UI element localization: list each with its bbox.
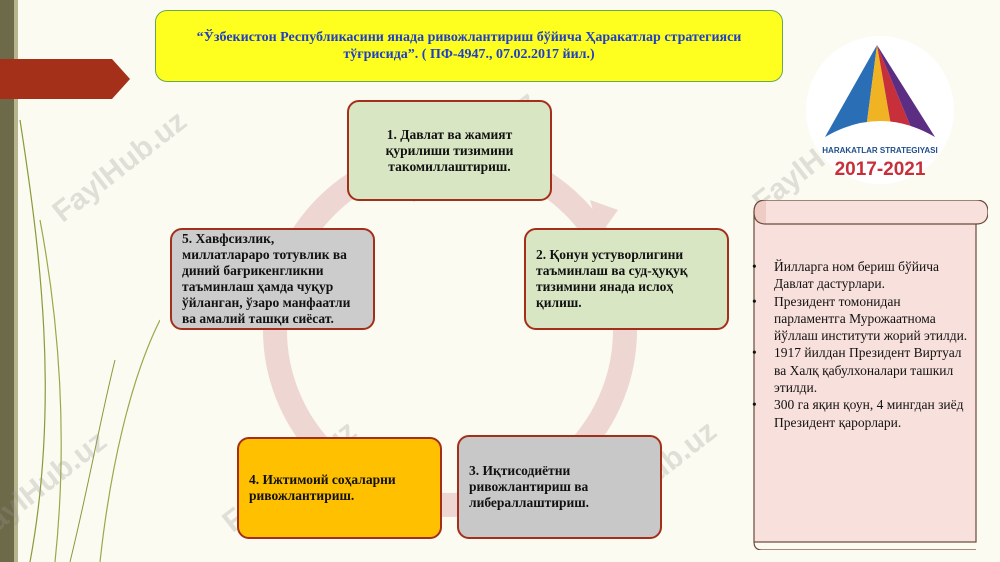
note-item: Президент томонидан парламентга Мурожаат… <box>752 293 972 345</box>
note-item: 1917 йилдан Президент Виртуал ва Халқ қа… <box>752 344 972 396</box>
note-item: Йилларга ном бериш бўйича Давлат дастурл… <box>752 258 972 293</box>
step-box-2: 2. Қонун устуворлигини таъминлаш ва суд-… <box>524 228 729 330</box>
step-text: 1. Давлат ва жамият қурилиши тизимини та… <box>385 126 514 174</box>
step-text: 5. Хавфсизлик, миллатлараро тотувлик ва … <box>182 231 351 326</box>
step-box-1: 1. Давлат ва жамият қурилиши тизимини та… <box>347 100 552 201</box>
arrow-tab <box>0 59 130 99</box>
note-item: 300 га яқин қоун, 4 мингдан зиёд Президе… <box>752 396 972 431</box>
step-text: 4. Ижтимоий соҳаларни ривожлантириш. <box>249 472 396 503</box>
left-accent-stripe <box>14 0 18 562</box>
page-title-text: “Ўзбекистон Республикасини янада ривожла… <box>196 30 742 62</box>
scroll-notes: Йилларга ном бериш бўйича Давлат дастурл… <box>752 258 972 431</box>
logo-years: 2017-2021 <box>835 159 926 180</box>
page-title: “Ўзбекистон Республикасини янада ривожла… <box>155 10 783 82</box>
step-box-3: 3. Иқтисодиётни ривожлантириш ва либерал… <box>457 435 662 539</box>
decorative-lines <box>19 119 160 562</box>
step-box-4: 4. Ижтимоий соҳаларни ривожлантириш. <box>237 437 442 539</box>
step-text: 2. Қонун устуворлигини таъминлаш ва суд-… <box>536 247 688 310</box>
left-accent-bar <box>0 0 14 562</box>
step-text: 3. Иқтисодиётни ривожлантириш ва либерал… <box>469 463 590 510</box>
logo-name: HARAKATLAR STRATEGIYASI <box>822 146 937 155</box>
step-box-5: 5. Хавфсизлик, миллатлараро тотувлик ва … <box>170 228 375 330</box>
strategy-logo: HARAKATLAR STRATEGIYASI 2017-2021 <box>806 36 954 184</box>
